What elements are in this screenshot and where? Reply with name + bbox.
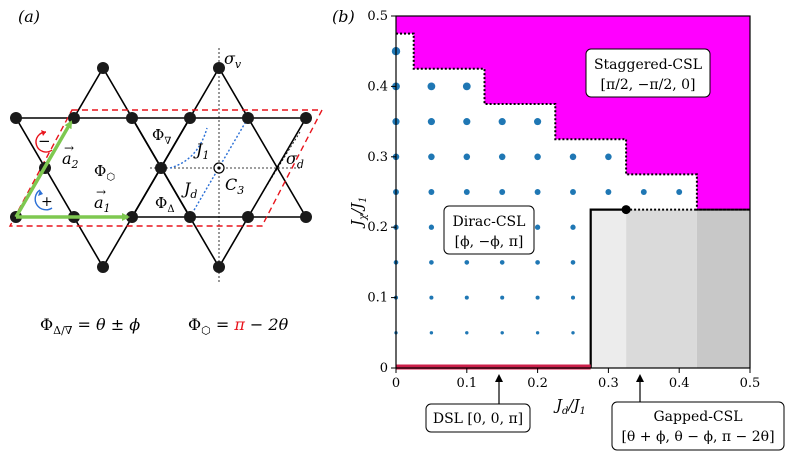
vector-a2-label: a2 xyxy=(62,149,79,171)
phi-down-label: Φ∇ xyxy=(152,126,171,147)
panel-b: (b) 0 0.1 0.2 0.3 0.4 0.5 0 0.1 0.2 0.3 0.4 0.5 Jd/… xyxy=(332,7,785,451)
y-tick-label: 0.5 xyxy=(367,9,388,24)
data-point xyxy=(498,153,506,161)
phi-up-label: ΦΔ xyxy=(155,194,175,215)
svg-text:+: + xyxy=(41,194,53,210)
data-point xyxy=(640,189,647,195)
data-point xyxy=(535,331,540,335)
gapped-csl-annotation: Gapped-CSL [θ + ϕ, θ − ϕ, π − 2θ] xyxy=(611,374,785,451)
dsl-annotation: DSL [0, 0, π] xyxy=(425,374,531,433)
svg-text:Gapped-CSL: Gapped-CSL xyxy=(653,409,742,425)
svg-text:[π/2, −π/2, 0]: [π/2, −π/2, 0] xyxy=(600,77,695,93)
jd-label: Jd xyxy=(181,179,197,201)
data-point xyxy=(462,82,471,91)
svg-text:[ϕ, −ϕ, π]: [ϕ, −ϕ, π] xyxy=(455,234,524,250)
vector-a1-label: a1 xyxy=(94,193,111,215)
data-point xyxy=(500,295,505,300)
x-tick-label: 0.2 xyxy=(527,376,548,391)
staggered-region xyxy=(396,16,750,210)
gapped-boundary xyxy=(589,208,627,368)
data-point xyxy=(676,189,683,195)
y-tick-label: 0 xyxy=(380,361,388,376)
data-point xyxy=(535,295,540,300)
svg-text:DSL [0, 0, π]: DSL [0, 0, π] xyxy=(433,411,523,427)
c3-label: C3 xyxy=(225,175,244,197)
vector-a2-arrow xyxy=(14,120,73,218)
data-point xyxy=(429,295,434,300)
staggered-csl-annotation: Staggered-CSL [π/2, −π/2, 0] xyxy=(585,48,711,98)
phi-hex-label: Φ⬡ xyxy=(94,162,115,183)
svg-text:[θ + ϕ, θ − ϕ, π − 2θ]: [θ + ϕ, θ − ϕ, π − 2θ] xyxy=(621,429,774,445)
data-point xyxy=(570,224,576,230)
data-point xyxy=(427,118,435,126)
y-tick-label: 0.4 xyxy=(367,79,388,94)
data-point xyxy=(534,224,541,230)
critical-point xyxy=(621,205,631,215)
sigma-d-label: σd xyxy=(286,149,304,171)
svg-text:→: → xyxy=(64,141,74,155)
svg-text:→: → xyxy=(96,185,106,199)
svg-text:Dirac-CSL: Dirac-CSL xyxy=(453,214,526,230)
data-point xyxy=(605,189,612,195)
data-point xyxy=(498,118,506,126)
data-point xyxy=(570,260,576,265)
data-point xyxy=(429,331,434,335)
j1-label: J1 xyxy=(193,140,209,162)
sigma-d-axis xyxy=(257,131,301,201)
y-tick-label: 0.1 xyxy=(367,291,388,306)
y-axis-label: Jχ/J1 xyxy=(348,196,369,229)
x-tick-label: 0.3 xyxy=(598,376,619,391)
formula-triangle-flux: ΦΔ/∇ = θ ± ϕ xyxy=(40,315,140,337)
data-point xyxy=(463,153,471,161)
data-point xyxy=(464,260,470,265)
data-point xyxy=(569,153,577,161)
data-point xyxy=(428,224,435,230)
panel-a: (a) xyxy=(8,7,324,337)
dirac-csl-annotation: Dirac-CSL [ϕ, −ϕ, π] xyxy=(443,205,535,255)
data-point xyxy=(464,295,469,300)
data-point xyxy=(463,189,470,195)
x-tick-label: 0.5 xyxy=(740,376,761,391)
data-point xyxy=(534,118,542,126)
data-point xyxy=(500,331,504,335)
y-tick-label: 0.2 xyxy=(367,220,388,235)
data-point xyxy=(570,189,576,195)
data-point xyxy=(535,260,540,265)
plus-circulation-icon: + xyxy=(34,189,53,211)
data-point xyxy=(463,118,471,126)
data-point xyxy=(605,153,612,161)
unit-cell xyxy=(8,109,324,227)
data-point xyxy=(571,331,575,335)
x-tick-label: 0 xyxy=(392,376,400,391)
x-tick-label: 0.1 xyxy=(456,376,477,391)
panel-a-label: (a) xyxy=(18,7,40,26)
data-point xyxy=(534,189,541,195)
minus-circulation-icon: − xyxy=(35,130,53,153)
data-point xyxy=(428,153,435,161)
j1-arc xyxy=(169,127,208,169)
data-point xyxy=(534,153,541,161)
data-point xyxy=(499,260,505,265)
svg-text:Staggered-CSL: Staggered-CSL xyxy=(594,57,702,73)
lattice-sites xyxy=(10,62,312,273)
data-point xyxy=(570,295,576,300)
data-point xyxy=(465,331,469,335)
y-tick-label: 0.3 xyxy=(367,150,388,165)
gapped-band-2 xyxy=(696,209,750,368)
data-point xyxy=(428,189,435,195)
x-tick-label: 0.4 xyxy=(669,376,690,391)
data-point xyxy=(427,82,436,91)
formula-hexagon-flux: Φ⬡ = π − 2θ xyxy=(188,315,289,337)
x-axis-label: Jd/J1 xyxy=(553,396,586,417)
plot-frame xyxy=(395,15,751,369)
gapped-band-0 xyxy=(590,209,627,368)
svg-text:−: − xyxy=(38,132,51,150)
gapped-band-1 xyxy=(626,209,697,368)
data-point xyxy=(499,189,506,195)
sigma-v-label: σv xyxy=(224,49,242,71)
panel-b-label: (b) xyxy=(332,7,355,26)
data-point xyxy=(429,260,434,265)
